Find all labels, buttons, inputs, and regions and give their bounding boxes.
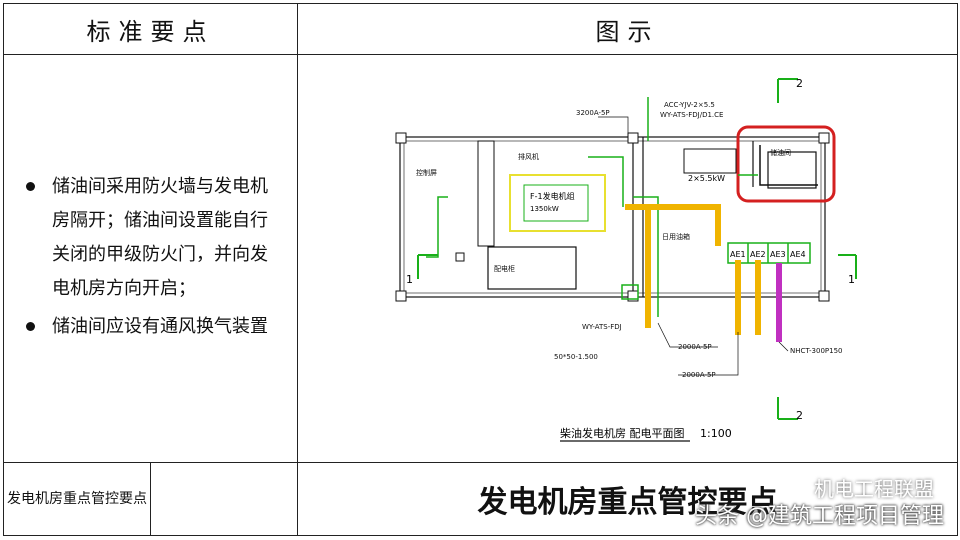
- tank-label: 日用油箱: [662, 232, 690, 241]
- drawing-scale: 1:100: [700, 427, 732, 440]
- panel-ae4: AE4: [790, 250, 806, 259]
- panel-row-box: [727, 241, 811, 264]
- drawing-cell: F-1发电机组 1350kW 储油间 2×5.5kW: [297, 54, 958, 463]
- fan-box-label: 2×5.5kW: [688, 174, 725, 183]
- tray-label: 50*50-1.500: [554, 353, 598, 361]
- control-label: 控制屏: [416, 168, 437, 177]
- generator-power: 1350kW: [530, 205, 559, 213]
- section-mark-right: 1: [848, 273, 855, 286]
- ats-top-label: WY-ATS-FDJ/D1.CE: [660, 111, 723, 119]
- cad-drawing: F-1发电机组 1350kW 储油间 2×5.5kW: [395, 77, 857, 442]
- fan-label: 排风机: [518, 152, 539, 161]
- panel-ae1: AE1: [730, 250, 746, 259]
- bullet-item: 储油间采用防火墙与发电机房隔开；储油间设置能自行关闭的甲级防火门，并向发电机房方…: [24, 170, 285, 306]
- breaker-top-label: 3200A-5P: [576, 109, 610, 117]
- watermark-bottom: 头条 @建筑工程项目管理: [695, 504, 944, 529]
- panel-label: 配电柜: [494, 264, 515, 273]
- spec-table: 标准要点 图示 储油间采用防火墙与发电机房隔开；储油间设置能自行关闭的甲级防火门…: [3, 3, 958, 536]
- panel-ae3: AE3: [770, 250, 786, 259]
- section-mark-left: 1: [406, 273, 413, 286]
- section-mark-bottom: 2: [796, 409, 803, 422]
- bullet-item: 储油间应设有通风换气装置: [24, 310, 285, 344]
- busbar-label: NHCT-300P150: [790, 347, 843, 355]
- footer-label: 发电机房重点管控要点: [3, 462, 151, 536]
- drawing-title: 柴油发电机房 配电平面图: [560, 426, 685, 440]
- section-mark-top: 2: [796, 77, 803, 90]
- bullet-dot-icon: [26, 321, 35, 331]
- control-panel-box: [487, 245, 577, 290]
- ats-bottom-label: WY-ATS-FDJ: [582, 323, 622, 331]
- bullet-list: 储油间采用防火墙与发电机房隔开；储油间设置能自行关闭的甲级防火门，并向发电机房方…: [4, 170, 297, 344]
- header-figure: 图示: [297, 3, 958, 55]
- footer-title: 发电机房重点管控要点: [297, 462, 958, 536]
- bullet-dot-icon: [26, 181, 35, 191]
- panel-ae2: AE2: [750, 250, 766, 259]
- header-standard: 标准要点: [3, 3, 298, 55]
- bullet-cell: 储油间采用防火墙与发电机房隔开；储油间设置能自行关闭的甲级防火门，并向发电机房方…: [3, 54, 298, 463]
- room-outline: [399, 135, 826, 298]
- generator-box: [509, 173, 606, 232]
- oil-room-label: 储油间: [770, 148, 791, 157]
- oil-room-highlight: [736, 125, 836, 202]
- watermark-top: 机电工程联盟: [814, 477, 934, 501]
- generator-label: F-1发电机组: [530, 191, 575, 201]
- footer-empty: [150, 462, 298, 536]
- cable-top-label: ACC-YJV-2×5.5: [664, 101, 715, 109]
